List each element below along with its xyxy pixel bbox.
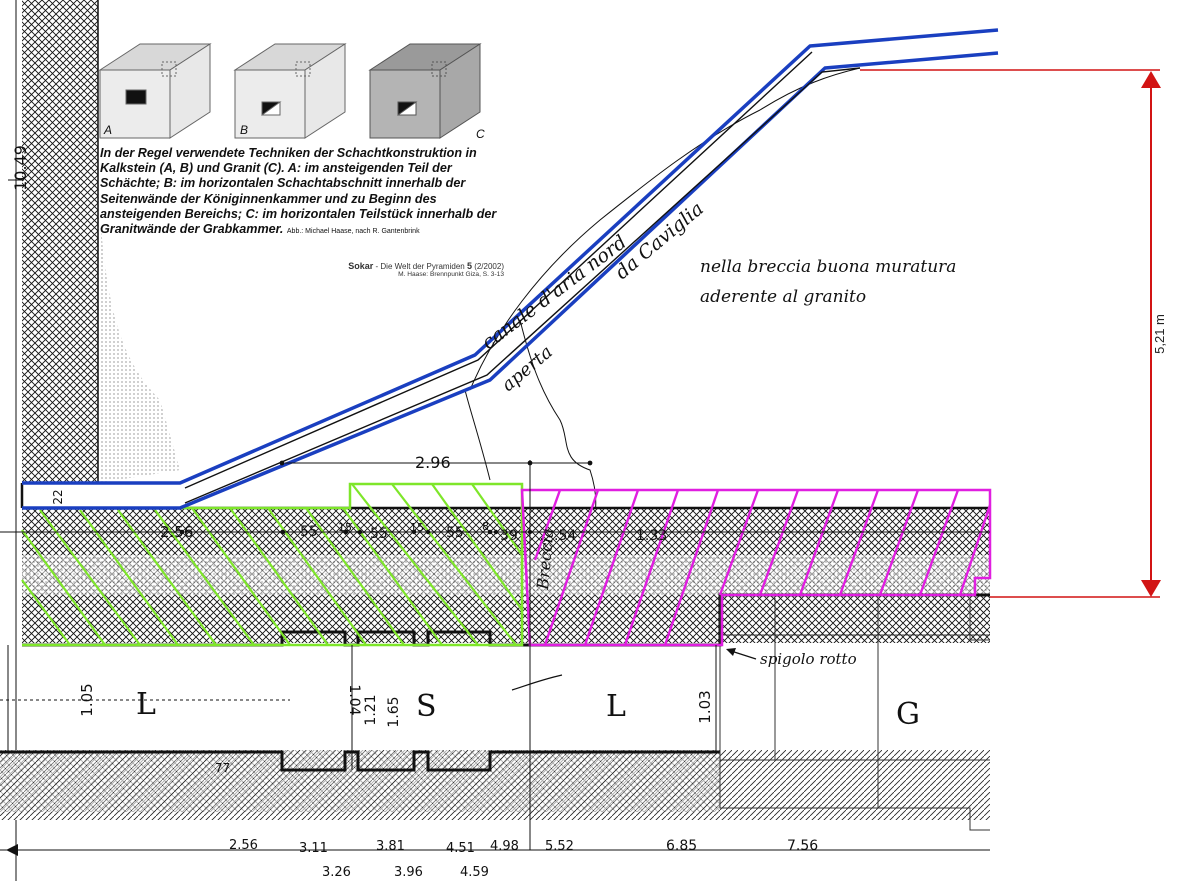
air-shaft xyxy=(22,28,999,510)
spigolo-arrow xyxy=(726,648,757,660)
dim-bottom-2: 3.11 xyxy=(299,841,328,856)
annotation-aperta: aperta xyxy=(498,342,557,396)
room-label-right: L xyxy=(606,689,626,724)
dim-mid-left: 1.05 xyxy=(78,683,96,716)
room-label-left: L xyxy=(136,687,156,722)
figure-caption: In der Regel verwendete Techniken der Sc… xyxy=(100,146,500,239)
source-subtitle: - Die Welt der Pyramiden xyxy=(373,262,467,271)
chamber-measure-lines xyxy=(0,460,717,850)
source-date: (2/2002) xyxy=(471,262,504,271)
dim-span-top: 2.96 xyxy=(415,453,451,472)
upper-dimension-ticks xyxy=(179,460,593,535)
granite-chamber-lines xyxy=(719,595,990,831)
annotation-canale: canale d'aria nord xyxy=(478,231,631,354)
figure-c xyxy=(368,43,482,139)
figure-a xyxy=(98,43,212,139)
dim-mid-77: 77 xyxy=(215,761,230,775)
strike-mark xyxy=(511,674,563,691)
source-reference: Sokar - Die Welt der Pyramiden 5 (2/2002… xyxy=(348,261,504,278)
dim-upper-6: 55 xyxy=(446,525,464,541)
annotation-spigolo: spigolo rotto xyxy=(760,650,857,668)
room-label-middle: S xyxy=(416,689,437,724)
dim-mid-121: 1.21 xyxy=(363,694,379,725)
height-dimension: 5,21 m xyxy=(860,69,1167,598)
dim-shaft-height: 22 xyxy=(51,489,65,504)
figure-label-b: B xyxy=(240,123,248,137)
dim-bottom-5: 4.98 xyxy=(490,839,519,854)
bottom-dimension-line xyxy=(0,844,990,856)
annotation-caviglia: da Caviglia xyxy=(611,198,708,284)
caption-credit: Abb.: Michael Haase, nach R. Gantenbrink xyxy=(286,228,420,236)
dim-mid-104: 1.04 xyxy=(346,684,362,715)
dim-upper-2: 55 xyxy=(300,524,318,540)
left-masonry-wall xyxy=(22,0,180,483)
dim-upper-4: 55 xyxy=(370,526,388,542)
granite-hatch xyxy=(520,488,992,647)
caption-text: In der Regel verwendete Techniken der Sc… xyxy=(100,146,497,237)
figure-b xyxy=(233,43,347,139)
shaft-black-trace xyxy=(184,51,861,504)
dim-bottom-6: 5.52 xyxy=(545,839,574,854)
dim-upper-1: 2.56 xyxy=(160,523,193,541)
dim-mid-103: 1.03 xyxy=(696,690,714,723)
dim-upper-5: 15 xyxy=(410,521,424,534)
annotation-note-line2: aderente al granito xyxy=(700,287,866,307)
dim-upper-9: .54 xyxy=(554,528,576,544)
left-vertical-dimension: 10.49 xyxy=(8,0,30,881)
dim-upper-8: 39 xyxy=(500,528,518,544)
left-vertical-label: 10.49 xyxy=(11,145,30,191)
dim-bottom-4: 4.51 xyxy=(446,841,475,856)
dim-bottom2-3: 4.59 xyxy=(460,865,489,880)
source-issue: 5 xyxy=(466,261,472,271)
dim-bottom-7: 6.85 xyxy=(666,838,697,854)
source-title: Sokar xyxy=(348,261,374,271)
height-label: 5,21 m xyxy=(1152,314,1167,354)
dim-bottom2-2: 3.96 xyxy=(394,865,423,880)
dim-bottom-3: 3.81 xyxy=(376,839,405,854)
dim-bottom-8: 7.56 xyxy=(787,838,818,854)
source-article: M. Haase: Brennpunkt Giza, S. 3-13 xyxy=(398,271,504,278)
room-label-granite: G xyxy=(896,697,920,732)
annotation-note-line1: nella breccia buona muratura xyxy=(700,257,956,277)
dim-mid-165: 1.65 xyxy=(386,696,402,727)
figure-label-a: A xyxy=(103,123,112,137)
dim-bottom2-1: 3.26 xyxy=(322,865,351,880)
figure-label-c: C xyxy=(476,127,485,141)
dim-bottom-1: 2.56 xyxy=(229,838,258,853)
dim-upper-7: 8 xyxy=(482,520,489,533)
dim-upper-3: 15 xyxy=(338,521,352,534)
dim-upper-10: 1.33 xyxy=(636,528,667,544)
